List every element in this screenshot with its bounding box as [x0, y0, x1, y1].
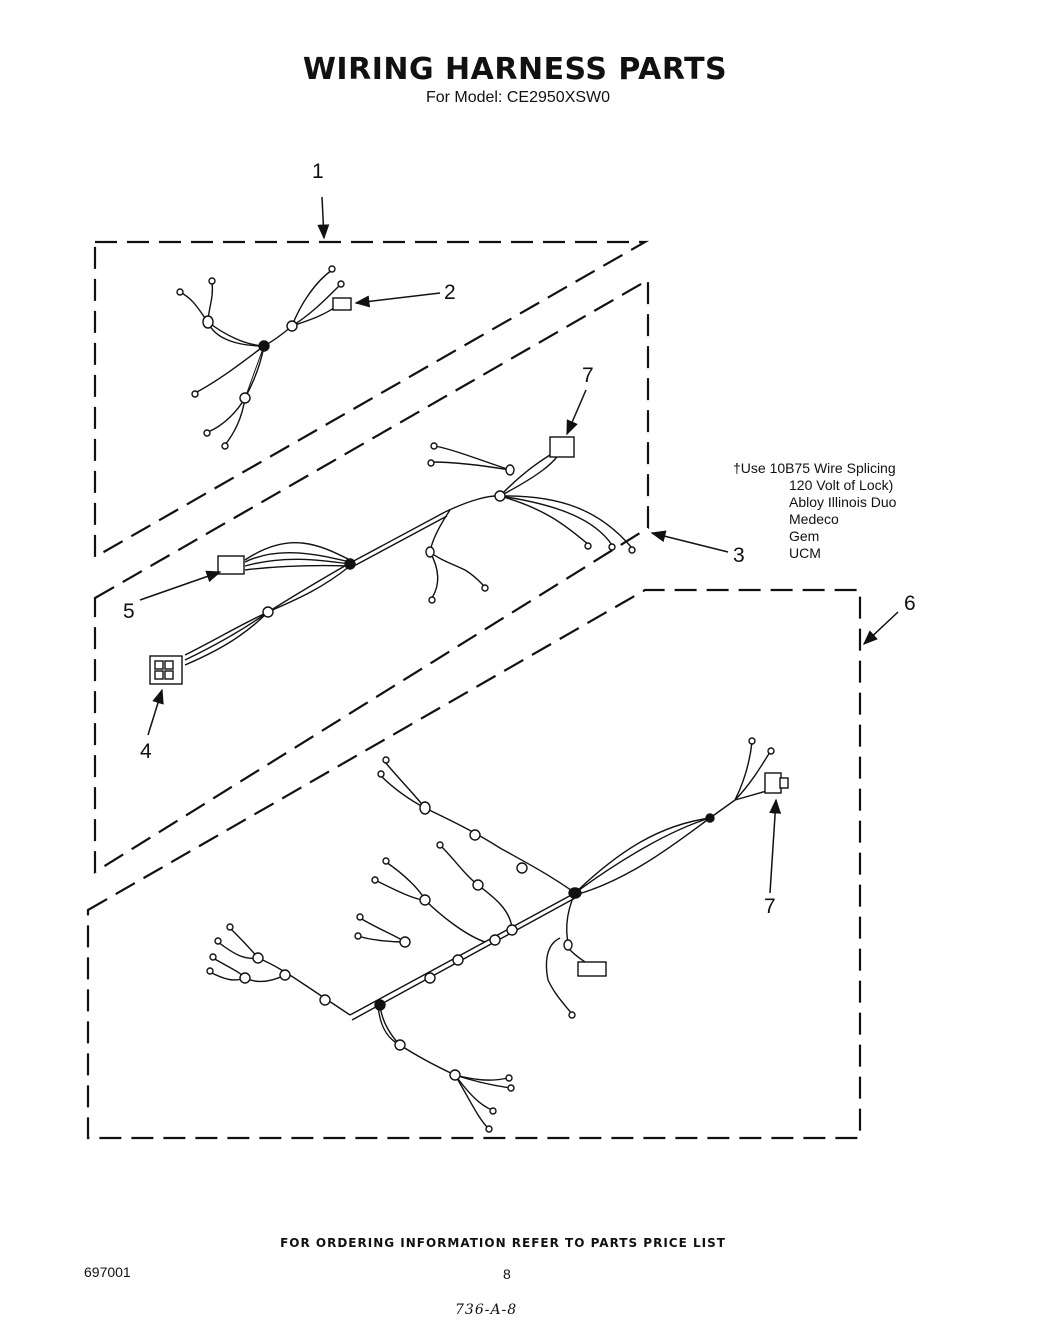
page-number: 8 [503, 1266, 511, 1282]
use-note: †Use 10B75 Wire Splicing 120 Volt of Loc… [733, 460, 896, 562]
harness-6 [206, 737, 789, 1133]
use-note-line: Abloy Illinois Duo [789, 494, 897, 510]
handwritten-note: 736-A-8 [455, 1302, 518, 1318]
panel-harness-3 [93, 278, 650, 874]
use-note-line: †Use 10B75 Wire Splicing [733, 460, 896, 476]
panel-harness-1 [93, 240, 650, 559]
callout-6: 6 [904, 592, 916, 615]
callout-5: 5 [123, 600, 135, 623]
callout-7-bottom: 7 [764, 895, 776, 918]
leader-arrows [139, 196, 899, 894]
harness-1 [176, 265, 352, 450]
document-number: 697001 [84, 1264, 131, 1280]
use-note-line: Gem [789, 528, 820, 544]
page-title: WIRING HARNESS PARTS [302, 52, 728, 87]
model-subtitle: For Model: CE2950XSW0 [425, 89, 611, 106]
use-note-line: Medeco [789, 511, 839, 527]
harness-3 [149, 436, 636, 685]
use-note-line: UCM [789, 545, 821, 561]
callout-1: 1 [312, 160, 324, 183]
callout-3: 3 [733, 544, 745, 567]
callout-7-top: 7 [582, 364, 594, 387]
callout-4: 4 [140, 740, 152, 763]
use-note-line: 120 Volt of Lock) [789, 477, 894, 493]
panel-harness-6 [86, 588, 862, 1140]
callout-2: 2 [444, 281, 456, 304]
ordering-footer: FOR ORDERING INFORMATION REFER TO PARTS … [280, 1236, 726, 1250]
